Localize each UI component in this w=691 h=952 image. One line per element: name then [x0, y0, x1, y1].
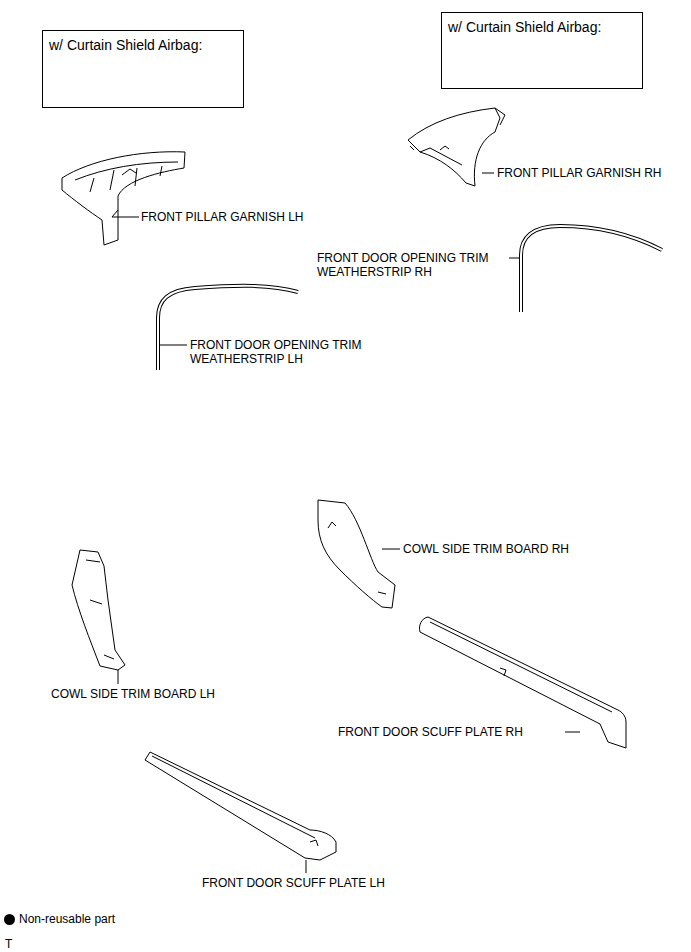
- part-name: COWL SIDE TRIM BOARD LH: [49, 687, 217, 701]
- cowl-trim-rh: [318, 500, 400, 608]
- part-name: COWL SIDE TRIM BOARD RH: [401, 542, 571, 556]
- pillar-garnish-rh: [408, 108, 505, 186]
- box-heading: w/ Curtain Shield Airbag:: [442, 13, 642, 41]
- part-name: FRONT PILLAR GARNISH LH: [139, 210, 305, 224]
- scuff-plate-lh: [145, 752, 336, 873]
- part-name: FRONT PILLAR GARNISH RH: [495, 166, 663, 180]
- legend-text: Non-reusable part: [19, 912, 115, 926]
- legend-dot: [4, 914, 15, 925]
- option-box: w/ Curtain Shield Airbag:: [42, 30, 244, 108]
- part-name: FRONT DOOR OPENING TRIM WEATHERSTRIP RH: [315, 251, 509, 279]
- part-name: FRONT DOOR OPENING TRIM WEATHERSTRIP LH: [188, 338, 382, 366]
- box-heading: w/ Curtain Shield Airbag:: [43, 31, 243, 59]
- part-name: FRONT DOOR SCUFF PLATE RH: [336, 725, 525, 739]
- option-box: w/ Curtain Shield Airbag:: [441, 12, 643, 89]
- pillar-garnish-lh: [62, 152, 185, 245]
- legend-item: Non-reusable part: [4, 912, 115, 926]
- part-name: FRONT DOOR SCUFF PLATE LH: [200, 876, 387, 890]
- cowl-trim-lh: [72, 550, 125, 684]
- weatherstrip-rh: [509, 226, 662, 312]
- figure-code: T: [3, 937, 14, 951]
